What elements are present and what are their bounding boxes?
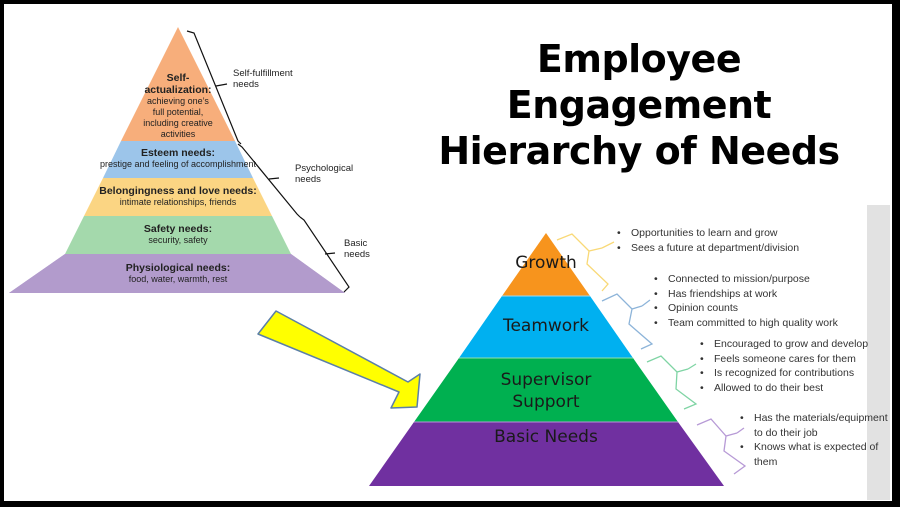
list-item: Team committed to high quality work bbox=[654, 316, 874, 331]
maslow-self-actualization-text: Self- actualization: achieving one’s ful… bbox=[143, 72, 213, 139]
basic-needs-bullet-list: Has the materials/equipment to do their … bbox=[740, 411, 892, 469]
brace-basic-needs bbox=[696, 418, 747, 475]
group-label-self-fulfillment: Self-fulfillment needs bbox=[233, 68, 293, 90]
engagement-level-growth bbox=[502, 233, 590, 296]
engagement-label-basic-needs: Basic Needs bbox=[494, 427, 598, 447]
slide-title: Employee Engagement Hierarchy of Needs bbox=[399, 36, 879, 174]
group-label-basic: Basic needs bbox=[344, 238, 370, 260]
list-item: Is recognized for contributions bbox=[700, 366, 892, 381]
maslow-group-brackets bbox=[186, 30, 350, 293]
list-item: Has friendships at work bbox=[654, 287, 874, 302]
maslow-level-belonging bbox=[84, 178, 272, 216]
list-item: Knows what is expected of them bbox=[740, 440, 892, 469]
engagement-level-basic-needs bbox=[369, 422, 724, 486]
maslow-level-esteem bbox=[103, 141, 253, 178]
engagement-level-teamwork bbox=[459, 296, 633, 358]
list-item: Feels someone cares for them bbox=[700, 352, 892, 367]
arrow-down-right-icon bbox=[257, 310, 421, 409]
maslow-physiological-text: Physiological needs: food, water, warmth… bbox=[125, 262, 231, 284]
title-line-2: Hierarchy of Needs bbox=[438, 129, 840, 173]
list-item: Connected to mission/purpose bbox=[654, 272, 874, 287]
brace-supervisor bbox=[646, 355, 698, 410]
maslow-safety-text: Safety needs: security, safety bbox=[143, 223, 213, 245]
list-item: Allowed to do their best bbox=[700, 381, 892, 396]
slide-canvas: Employee Engagement Hierarchy of Needs bbox=[4, 4, 892, 501]
maslow-level-self-actualization bbox=[121, 27, 235, 141]
list-item: Encouraged to grow and develop bbox=[700, 337, 892, 352]
engagement-label-teamwork: Teamwork bbox=[502, 316, 590, 336]
brace-teamwork bbox=[601, 293, 654, 350]
engagement-pyramid bbox=[369, 233, 724, 486]
list-item: Has the materials/equipment to do their … bbox=[740, 411, 892, 440]
maslow-level-safety bbox=[65, 216, 291, 254]
maslow-belonging-text: Belongingness and love needs: intimate r… bbox=[99, 185, 257, 207]
list-item: Sees a future at department/division bbox=[617, 241, 857, 256]
list-item: Opinion counts bbox=[654, 301, 874, 316]
bracket-self-fulfillment bbox=[186, 30, 242, 145]
diagram-shapes bbox=[9, 27, 747, 486]
maslow-esteem-text: Esteem needs: prestige and feeling of ac… bbox=[99, 147, 257, 169]
title-line-1: Employee Engagement bbox=[506, 37, 772, 127]
list-item: Opportunities to learn and grow bbox=[617, 226, 857, 241]
brace-growth bbox=[556, 233, 609, 292]
bracket-psychological bbox=[237, 143, 301, 218]
teamwork-bullet-list: Connected to mission/purpose Has friends… bbox=[654, 272, 874, 330]
supervisor-support-bullet-list: Encouraged to grow and develop Feels som… bbox=[700, 337, 892, 395]
engagement-label-growth: Growth bbox=[515, 253, 577, 273]
growth-bullet-list: Opportunities to learn and grow Sees a f… bbox=[617, 226, 857, 255]
maslow-pyramid bbox=[9, 27, 345, 293]
group-label-psychological: Psychological needs bbox=[295, 163, 354, 185]
engagement-level-supervisor-support bbox=[414, 358, 678, 422]
engagement-label-supervisor-support: Supervisor Support bbox=[500, 370, 592, 412]
